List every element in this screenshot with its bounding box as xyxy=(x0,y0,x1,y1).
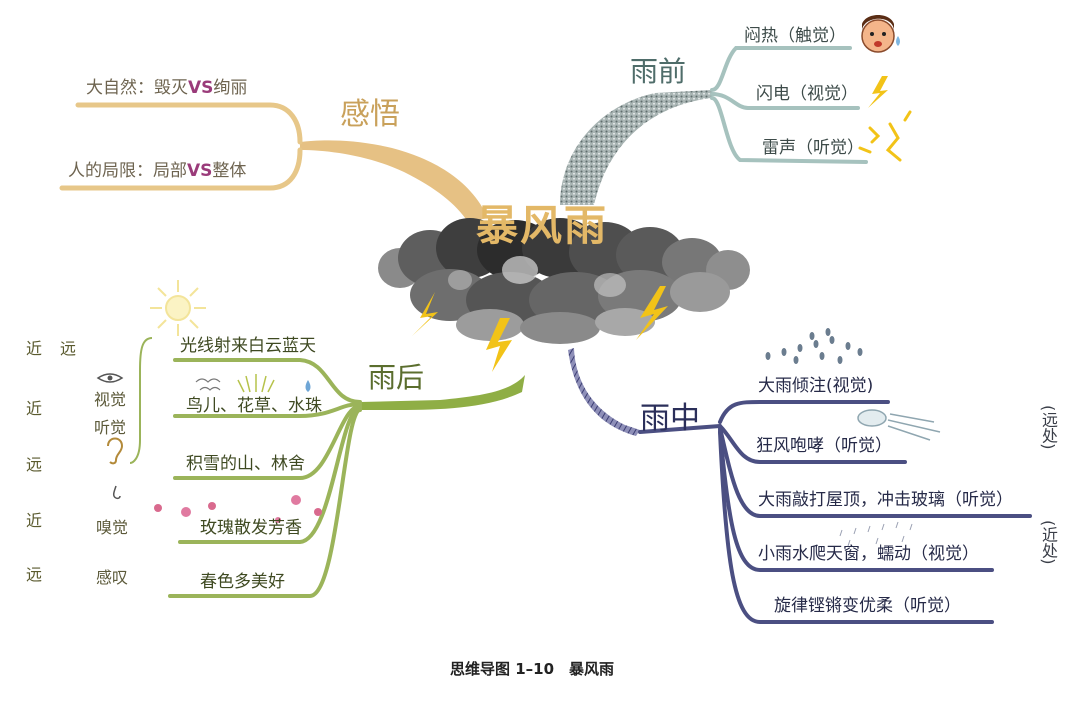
thunder-icon xyxy=(858,110,912,162)
distance-right-far: (远处) xyxy=(1039,405,1058,450)
lightning-icon xyxy=(412,292,438,336)
birds-icon xyxy=(195,378,221,391)
yuzhong-item-wind: 狂风咆哮（听觉） xyxy=(756,436,892,456)
yuhou-item-mountain: 积雪的山、林舍 xyxy=(186,454,305,474)
distance-left-5: 远 xyxy=(23,566,42,582)
yuzhong-item-roof: 大雨敲打屋顶，冲击玻璃（听觉） xyxy=(758,490,1013,510)
distance-right-near: (近处) xyxy=(1039,520,1058,565)
sense-exclaim: 感叹 xyxy=(96,568,129,587)
nose-icon xyxy=(112,485,121,500)
yuzhong-item-melody: 旋律铿锵变优柔（听觉） xyxy=(774,596,961,616)
storm-cloud xyxy=(378,218,750,344)
distance-left-3: 远 xyxy=(23,456,42,472)
sense-smell: 嗅觉 xyxy=(96,518,129,537)
wind-icon xyxy=(857,409,941,441)
lightning-icon xyxy=(868,76,888,108)
ganwu-item-nature: 大自然：毁灭VS绚丽 xyxy=(86,78,248,98)
figure-caption: 思维导图 1–10 暴风雨 xyxy=(450,660,615,678)
ear-icon xyxy=(107,437,124,465)
branch-yuhou-shape xyxy=(129,337,525,598)
branch-yuzhong-shape xyxy=(568,348,1032,624)
lightning-icon xyxy=(486,318,512,372)
branch-yuhou-label: 雨后 xyxy=(368,361,425,394)
eye-icon xyxy=(96,373,124,383)
yuqian-item-sultry: 闷热（触觉） xyxy=(744,26,846,46)
branch-ganwu-label: 感悟 xyxy=(340,97,400,132)
light-rain-icon xyxy=(839,521,913,547)
roses-icon xyxy=(154,495,322,523)
yuhou-item-birds: 鸟儿、花草、水珠 xyxy=(186,396,322,416)
distance-left-1: 近 xyxy=(23,340,42,356)
sense-sight: 视觉 xyxy=(94,390,127,409)
yuhou-item-roses: 玫瑰散发芳香 xyxy=(200,518,302,538)
yuhou-item-sky: 光线射来白云蓝天 xyxy=(180,336,316,356)
yuqian-item-lightning: 闪电（视觉） xyxy=(756,84,858,104)
yuzhong-item-window: 小雨水爬天窗，蠕动（视觉） xyxy=(758,544,979,564)
lightning-icon xyxy=(636,286,668,340)
yuqian-item-thunder: 雷声（听觉） xyxy=(762,138,864,158)
sense-hearing: 听觉 xyxy=(94,418,127,437)
central-topic: 暴风雨 xyxy=(476,201,609,250)
sweating-face-icon xyxy=(861,15,900,53)
distance-left-2: 近 xyxy=(23,400,42,416)
yuzhong-item-pouring: 大雨倾注(视觉) xyxy=(758,376,874,396)
branch-yuqian-shape xyxy=(560,46,868,205)
branch-yuqian-label: 雨前 xyxy=(630,55,687,88)
branch-ganwu-shape xyxy=(59,102,488,222)
distance-left-4: 近 xyxy=(23,512,42,528)
raindrops-icon xyxy=(765,328,863,364)
sun-icon xyxy=(150,280,206,336)
eye-pupil xyxy=(107,375,113,381)
ganwu-item-human: 人的局限：局部VS整体 xyxy=(68,161,247,181)
water-drop-icon xyxy=(305,380,311,392)
yuhou-item-spring: 春色多美好 xyxy=(200,572,285,592)
grass-icon xyxy=(237,374,275,393)
branch-yuzhong-label: 雨中 xyxy=(640,401,700,436)
distance-left-top: 远 xyxy=(57,340,76,356)
